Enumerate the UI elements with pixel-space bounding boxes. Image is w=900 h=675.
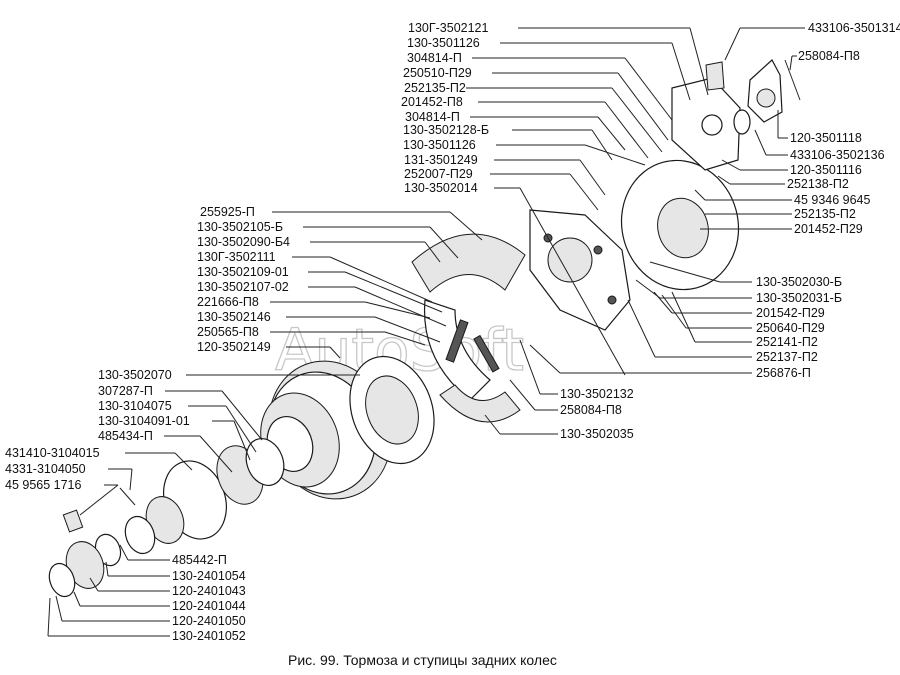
part-label: 130-3502070 [98, 368, 172, 382]
part-label: 120-2401044 [172, 599, 246, 613]
part-label: 201452-П8 [401, 95, 463, 109]
part-label: 250565-П8 [197, 325, 259, 339]
part-label: 130-3502090-Б4 [197, 235, 290, 249]
slack-adjuster [733, 59, 801, 135]
part-label: 307287-П [98, 384, 153, 398]
part-label: 130Г-3502111 [197, 250, 276, 264]
part-label: 431410-3104015 [5, 446, 100, 460]
dust-shield [620, 159, 740, 291]
part-label: 130-3502146 [197, 310, 271, 324]
part-label: 45 9565 1716 [5, 478, 82, 492]
part-label: 130-3502107-02 [197, 280, 289, 294]
part-label: 4331-3104050 [5, 462, 86, 476]
part-label: 252135-П2 [794, 207, 856, 221]
part-label: 45 9346 9645 [794, 193, 871, 207]
leader-lines [47, 27, 805, 637]
part-label: 120-3501116 [790, 163, 862, 177]
part-label: 130-3104075 [98, 399, 172, 413]
part-label: 485442-П [172, 553, 227, 567]
part-label: 130-2401052 [172, 629, 246, 643]
part-label: 250510-П29 [403, 66, 472, 80]
part-label: 255925-П [200, 205, 255, 219]
part-label: 258084-П8 [560, 403, 622, 417]
part-label: 221666-П8 [197, 295, 259, 309]
brake-backing-plate [529, 209, 631, 331]
part-label: 252138-П2 [787, 177, 849, 191]
part-label: 252135-П2 [404, 81, 466, 95]
part-label: 131-3501249 [404, 153, 478, 167]
part-label: 130-2401054 [172, 569, 246, 583]
part-label: 130Г-3502121 [408, 21, 488, 35]
part-label: 252137-П2 [756, 350, 818, 364]
part-label: 201542-П29 [756, 306, 825, 320]
part-label: 120-2401050 [172, 614, 246, 628]
wheel-bearing-and-nuts [48, 487, 136, 598]
part-label: 252141-П2 [756, 335, 818, 349]
part-label: 252007-П29 [404, 167, 473, 181]
figure-caption: Рис. 99. Тормоза и ступицы задних колес [288, 652, 557, 668]
part-label: 130-3502014 [404, 181, 478, 195]
part-label: 130-3501126 [407, 36, 480, 50]
part-label: 201452-П29 [794, 222, 863, 236]
part-label: 130-3502030-Б [756, 275, 842, 289]
part-label: 120-2401043 [172, 584, 246, 598]
part-label: 433106-3502136 [790, 148, 885, 162]
part-label: 485434-П [98, 429, 153, 443]
part-label: 258084-П8 [798, 49, 860, 63]
part-labels: 130Г-3502121 130-3501126 304814-П 250510… [5, 21, 900, 643]
part-label: 130-3502132 [560, 387, 634, 401]
part-label: 304814-П [407, 51, 462, 65]
drum-flange-disc [349, 355, 435, 465]
part-label: 120-3502149 [197, 340, 271, 354]
part-label: 130-3502128-Б [403, 123, 489, 137]
part-label: 256876-П [756, 366, 811, 380]
brake-chamber-bracket [671, 61, 741, 171]
hub-assembly [124, 438, 285, 555]
part-label: 130-3502035 [560, 427, 634, 441]
part-label: 130-3501126 [403, 138, 476, 152]
part-label: 130-3502105-Б [197, 220, 283, 234]
brake-shoes [411, 233, 526, 423]
part-label: 130-3502031-Б [756, 291, 842, 305]
part-label: 433106-3501314 [808, 21, 900, 35]
part-label: 250640-П29 [756, 321, 825, 335]
part-label: 130-3104091-01 [98, 414, 190, 428]
part-label: 304814-П [405, 110, 460, 124]
part-label: 120-3501118 [790, 131, 862, 145]
part-label: 130-3502109-01 [197, 265, 289, 279]
